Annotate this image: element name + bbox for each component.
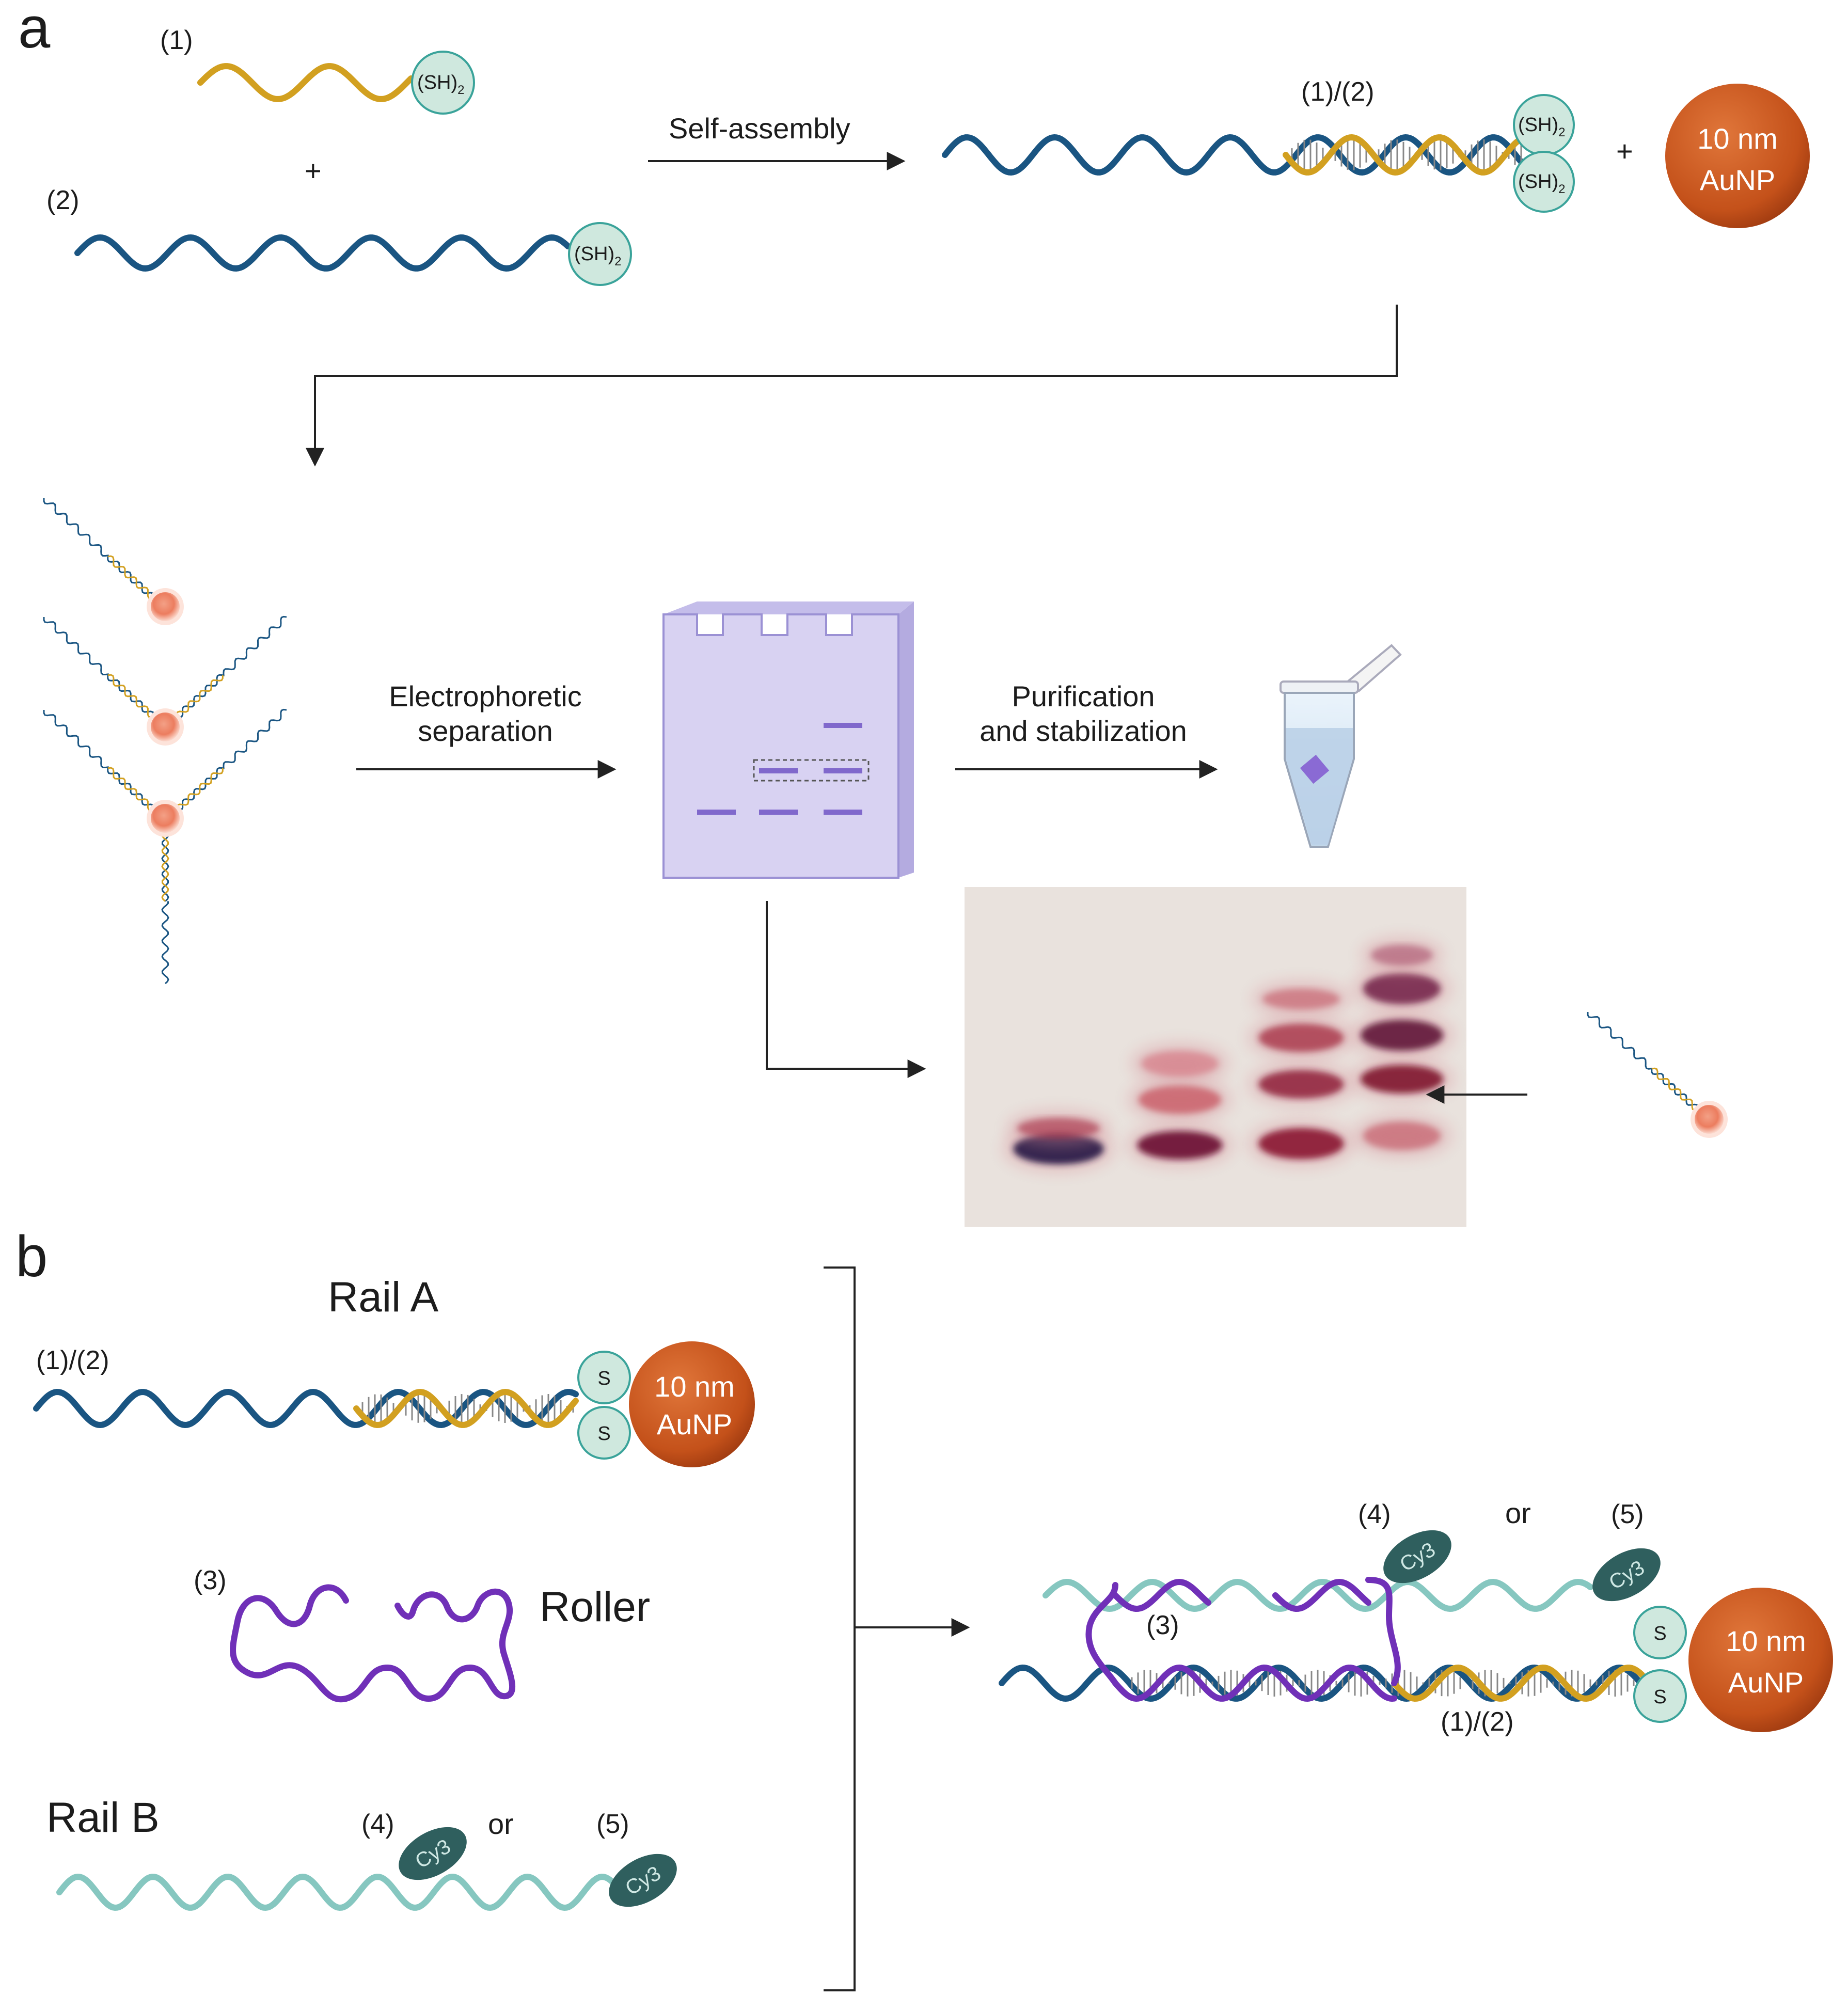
aunp-dot (151, 592, 180, 621)
complex-duplex-label: (1)/(2) (1441, 1707, 1514, 1737)
aunp-particle-b: 10 nm AuNP (629, 1341, 755, 1467)
svg-text:S: S (597, 1423, 610, 1445)
tube-icon (1280, 644, 1402, 848)
svg-text:(SH)2: (SH)2 (1518, 114, 1565, 139)
gel-band (1258, 1128, 1344, 1159)
gel-band (1139, 1085, 1221, 1114)
svg-text:AuNP: AuNP (1728, 1666, 1804, 1699)
svg-text:S: S (597, 1368, 610, 1389)
aunp-dot (151, 712, 180, 741)
bracket (824, 1266, 856, 1991)
sulfur-top-a: S (577, 1351, 631, 1404)
thiol-group-2: (SH)2 (568, 222, 632, 286)
cy3-dye-complex-4: Cy3 (1383, 1530, 1451, 1584)
duplex-label-a: (1)/(2) (1301, 77, 1375, 107)
self-assembly-label: Self-assembly (669, 112, 850, 145)
sulfur-top-complex: S (1633, 1606, 1687, 1659)
panel-b-label: b (15, 1224, 48, 1289)
svg-text:(SH)2: (SH)2 (574, 243, 621, 268)
gel-lanes (1004, 939, 1452, 1170)
sulfur-bottom-complex: S (1633, 1669, 1687, 1723)
svg-text:AuNP: AuNP (1700, 164, 1775, 196)
gel-schematic (662, 601, 914, 879)
svg-text:S: S (1653, 1623, 1666, 1644)
svg-text:10 nm: 10 nm (1697, 122, 1778, 155)
purification-label-2: and stabilization (980, 715, 1187, 747)
gel-band (1258, 1070, 1344, 1099)
rail-b-strand (56, 1873, 615, 1911)
svg-text:(SH)2: (SH)2 (1518, 171, 1565, 196)
aunp-particle-complex: 10 nm AuNP (1688, 1588, 1833, 1732)
gel-band (1371, 945, 1433, 965)
electrophoretic-label-1: Electrophoretic (389, 680, 582, 712)
complex-or-label: or (1505, 1497, 1531, 1529)
duplex-label-b: (1)/(2) (36, 1345, 109, 1375)
gel-band (1363, 973, 1441, 1004)
gel-band (1258, 1023, 1344, 1052)
svg-text:AuNP: AuNP (657, 1408, 732, 1440)
gel-band (1137, 1131, 1223, 1160)
svg-text:S: S (1653, 1686, 1666, 1708)
plus-sign-2: + (1616, 135, 1633, 167)
duplex-a (942, 134, 1526, 176)
purification-label-1: Purification (1012, 680, 1155, 712)
svg-text:(SH)2: (SH)2 (417, 72, 464, 97)
rail-a (33, 1388, 579, 1429)
thiol-group-1: (SH)2 (411, 51, 475, 115)
aunp-dot (151, 804, 180, 833)
cy3-dye-5: Cy3 (609, 1854, 677, 1907)
gel-photo (965, 887, 1466, 1227)
rail-a-label: Rail A (328, 1274, 439, 1321)
strand-1-label: (1) (160, 25, 193, 55)
strand-2-label: (2) (46, 185, 80, 215)
gel-band (1141, 1051, 1219, 1076)
complex-strand-4-label: (4) (1358, 1499, 1391, 1529)
strand-4-label: (4) (361, 1809, 394, 1839)
gel-band (1361, 1020, 1443, 1051)
assembled-complex (999, 1577, 1645, 1702)
svg-text:10 nm: 10 nm (654, 1370, 735, 1403)
svg-text:10 nm: 10 nm (1726, 1625, 1806, 1657)
complex-strand-3-label: (3) (1146, 1610, 1179, 1640)
single-conjugate (1587, 1012, 1728, 1138)
gel-band (1361, 1065, 1443, 1094)
electrophoretic-label-2: separation (418, 715, 553, 747)
thiol-group-duplex-bottom: (SH)2 (1513, 151, 1575, 213)
sulfur-bottom-a: S (577, 1406, 631, 1460)
plus-sign: + (305, 154, 322, 187)
strand-5-label: (5) (596, 1809, 629, 1839)
roller-strand (230, 1584, 516, 1703)
cy3-dye-4: Cy3 (399, 1827, 467, 1880)
connector-arrow-down (306, 305, 1398, 467)
gel-band (1363, 1121, 1441, 1150)
panel-a-label: a (18, 0, 51, 60)
rail-b-label: Rail B (46, 1794, 160, 1841)
or-label: or (488, 1808, 514, 1840)
strand-1 (197, 63, 414, 102)
cy3-dye-complex-5: Cy3 (1592, 1548, 1661, 1602)
strand-3-label: (3) (194, 1565, 227, 1595)
aunp-particle-a: 10 nm AuNP (1665, 84, 1810, 228)
thiol-group-duplex-top: (SH)2 (1513, 94, 1575, 156)
gel-band (1017, 1118, 1100, 1138)
gel-to-photo-arrow (766, 901, 926, 1078)
aunp-dot (1695, 1105, 1724, 1134)
complex-strand-5-label: (5) (1611, 1499, 1644, 1529)
roller-label: Roller (540, 1584, 650, 1630)
strand-2 (74, 234, 571, 272)
aunp-conjugates (43, 498, 287, 985)
gel-band (1262, 989, 1340, 1009)
